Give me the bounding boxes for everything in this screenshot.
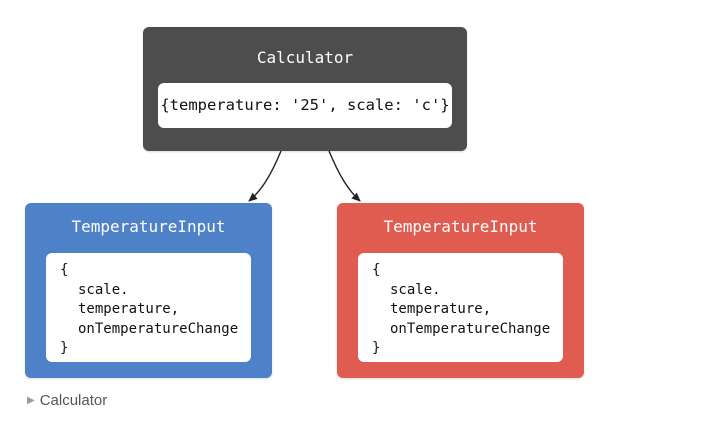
- prop-scale: scale.: [78, 281, 129, 298]
- props-open-brace: {: [60, 262, 69, 278]
- temperature-input-left-node: TemperatureInput { scale. temperature, o…: [25, 203, 272, 378]
- temperature-input-right-node: TemperatureInput { scale. temperature, o…: [337, 203, 584, 378]
- prop-on-temperature-change: onTemperatureChange: [390, 320, 551, 337]
- props-open-brace: {: [372, 262, 381, 278]
- calculator-tree-toggle[interactable]: ▶ Calculator: [27, 392, 107, 409]
- prop-on-temperature-change: onTemperatureChange: [78, 320, 239, 337]
- temperature-input-title: TemperatureInput: [71, 217, 226, 236]
- temperature-input-title: TemperatureInput: [383, 217, 538, 236]
- props-close-brace: }: [60, 340, 69, 356]
- calculator-tree-label: Calculator: [39, 392, 108, 409]
- temperature-input-props: { scale. temperature, onTemperatureChang…: [358, 253, 563, 362]
- caret-right-icon: ▶: [27, 395, 35, 406]
- props-close-brace: }: [372, 340, 381, 356]
- prop-scale: scale.: [390, 281, 441, 298]
- prop-temperature: temperature,: [78, 301, 180, 317]
- calculator-title: Calculator: [256, 48, 354, 67]
- calculator-node: Calculator {temperature: '25', scale: 'c…: [143, 27, 467, 151]
- temperature-input-props: { scale. temperature, onTemperatureChang…: [46, 253, 251, 362]
- arrow-to-left-input: [248, 150, 282, 202]
- arrow-to-right-input: [328, 150, 361, 202]
- prop-temperature: temperature,: [390, 301, 492, 317]
- calculator-state: {temperature: '25', scale: 'c'}: [158, 83, 452, 128]
